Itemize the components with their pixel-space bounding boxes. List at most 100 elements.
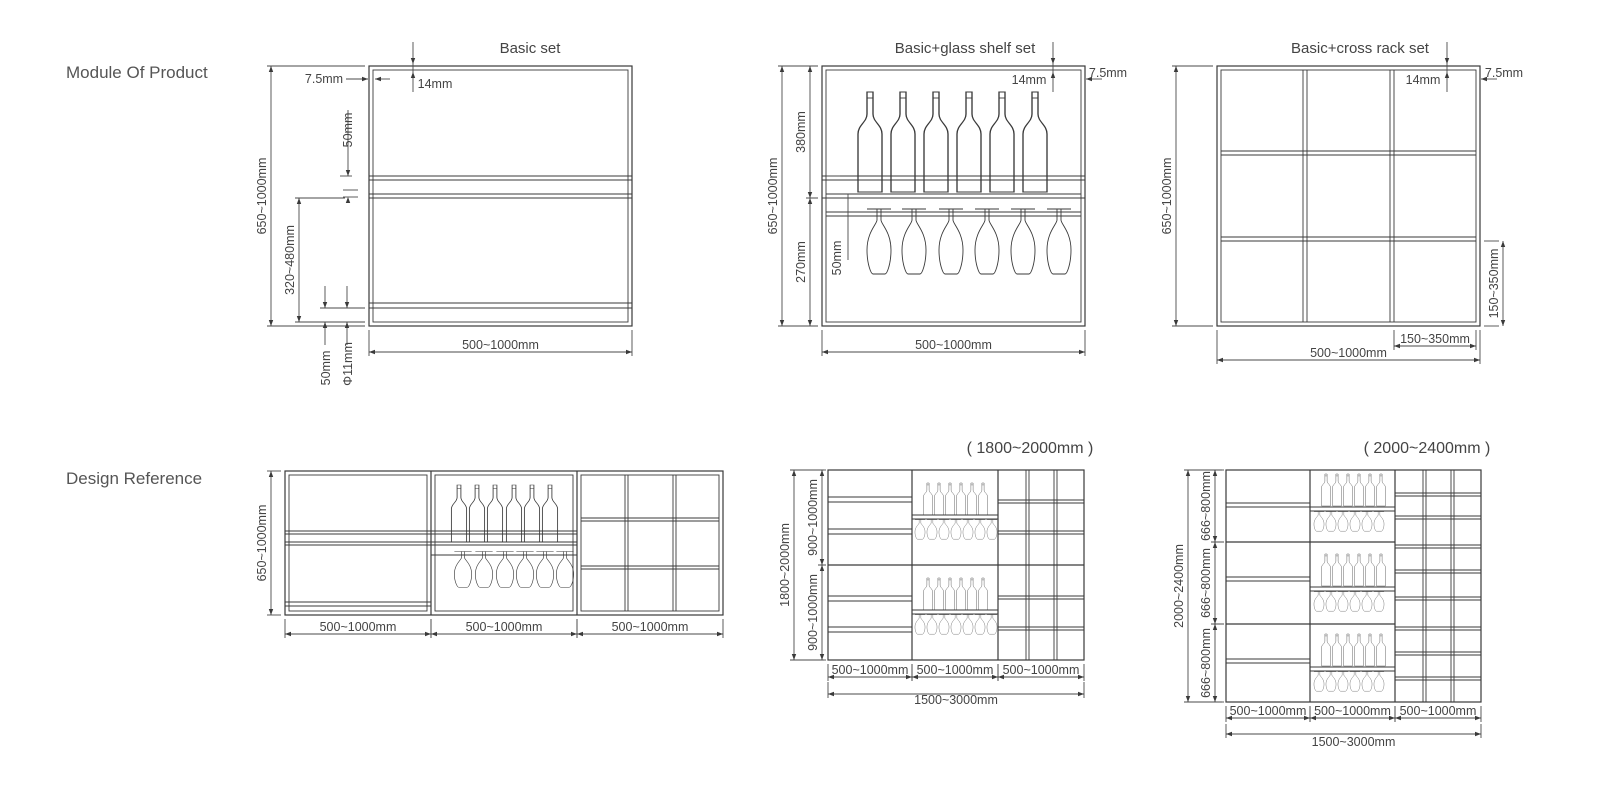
wine-glass xyxy=(495,551,515,588)
dim-glass-width xyxy=(821,330,1086,356)
dim-ref3-total-width-label: 1500~3000mm xyxy=(1312,735,1396,749)
dim-cross-14-label: 14mm xyxy=(1406,73,1441,87)
title-glass-shelf-set: Basic+glass shelf set xyxy=(895,40,1036,57)
wine-glass xyxy=(1325,591,1337,612)
dim-basic-width-label: 500~1000mm xyxy=(462,338,539,352)
wine-bottle xyxy=(505,484,523,543)
wine-bottle xyxy=(450,484,468,543)
arrow-head xyxy=(998,674,1004,680)
dim-ref2-h1-label: 900~1000mm xyxy=(806,479,820,556)
wine-bottle xyxy=(1354,553,1364,587)
arrow-head xyxy=(268,320,274,326)
arrow-head xyxy=(791,654,797,660)
wine-bottle xyxy=(1321,633,1331,667)
arrow-head xyxy=(322,322,328,328)
wine-bottle xyxy=(1332,633,1342,667)
cross-set-frame xyxy=(1216,65,1481,327)
arrow-head xyxy=(828,691,834,697)
arrow-head xyxy=(807,320,813,326)
arrow-head xyxy=(1050,72,1056,78)
wine-bottle xyxy=(1343,553,1353,587)
dim-ref2-w3-label: 500~1000mm xyxy=(1003,663,1080,677)
arrow-head xyxy=(1444,58,1450,64)
cross-set-inner xyxy=(1220,69,1477,323)
dim-11mm-label: Φ11mm xyxy=(341,342,355,386)
wine-bottle xyxy=(486,484,504,543)
wine-glass xyxy=(474,551,494,588)
dim-ref1-w3 xyxy=(576,619,724,638)
dim-cross-cell-width-label: 150~350mm xyxy=(1400,332,1470,346)
wine-glass xyxy=(974,519,986,540)
wine-glass xyxy=(555,551,575,588)
dim-ref1-height xyxy=(267,470,281,616)
arrow-head xyxy=(369,349,375,355)
ref1-basic-inner xyxy=(288,474,428,612)
wine-bottle xyxy=(1354,633,1364,667)
arrow-head xyxy=(1226,731,1232,737)
dim-cross-cell-height xyxy=(1484,240,1504,327)
dim-cross-height xyxy=(1172,65,1213,327)
arrow-head xyxy=(1500,241,1506,247)
wine-glass xyxy=(1349,591,1361,612)
arrow-head xyxy=(1475,715,1481,721)
arrow-head xyxy=(268,66,274,72)
dim-ref2-h2-label: 900~1000mm xyxy=(806,574,820,651)
wine-bottle xyxy=(945,577,955,611)
wine-glass xyxy=(1373,671,1385,692)
wine-glass xyxy=(926,614,938,635)
wine-bottle xyxy=(923,91,949,193)
arrow-head xyxy=(807,198,813,204)
wine-glass xyxy=(1349,511,1361,532)
dim-50mm-upper-label: 50mm xyxy=(341,113,355,148)
arrow-head xyxy=(1185,696,1191,702)
dim-glass-width-label: 500~1000mm xyxy=(915,338,992,352)
wine-bottle xyxy=(956,482,966,516)
dim-glass-380-label: 380mm xyxy=(794,111,808,153)
dim-ref2-total-height-label: 1800~2000mm xyxy=(778,523,792,607)
dim-basic-height xyxy=(267,65,365,327)
wine-glass xyxy=(1046,208,1072,275)
wine-bottle xyxy=(956,91,982,193)
arrow-head xyxy=(362,76,368,82)
arrow-head xyxy=(1212,470,1218,476)
wine-glass xyxy=(1337,671,1349,692)
wine-glass xyxy=(938,519,950,540)
arrow-head xyxy=(375,76,381,82)
wine-bottle xyxy=(1354,473,1364,507)
dim-ref3-w1-label: 500~1000mm xyxy=(1230,704,1307,718)
dim-ref2-w1-label: 500~1000mm xyxy=(832,663,909,677)
arrow-head xyxy=(1212,542,1218,548)
title-basic-set: Basic set xyxy=(500,40,562,57)
dim-cross-7-5-label: 7.5mm xyxy=(1485,66,1523,80)
arrow-head xyxy=(268,471,274,477)
dim-ref3-h2-label: 666~800mm xyxy=(1199,548,1213,618)
arrow-head xyxy=(1173,66,1179,72)
dim-7-5-label: 7.5mm xyxy=(305,72,343,86)
arrow-head xyxy=(819,559,825,565)
arrow-head xyxy=(410,58,416,64)
arrow-head xyxy=(1226,715,1232,721)
dim-ref3-w2-label: 500~1000mm xyxy=(1314,704,1391,718)
arrow-head xyxy=(1212,536,1218,542)
arrow-head xyxy=(577,631,583,637)
wine-bottle xyxy=(978,577,988,611)
arrow-head xyxy=(1078,674,1084,680)
arrow-head xyxy=(345,170,351,176)
dim-glass-270 xyxy=(806,197,818,327)
wine-glass xyxy=(901,208,927,275)
arrow-head xyxy=(912,674,918,680)
range-1800-2000: ( 1800~2000mm ) xyxy=(967,440,1094,457)
arrow-head xyxy=(344,322,350,328)
wine-bottle xyxy=(923,577,933,611)
wine-glass xyxy=(1361,671,1373,692)
wine-glass xyxy=(1313,591,1325,612)
wine-bottle xyxy=(523,484,541,543)
wine-bottle xyxy=(1343,633,1353,667)
arrow-head xyxy=(807,66,813,72)
dim-basic-height-label: 650~1000mm xyxy=(255,158,269,235)
dim-ref2-total-width xyxy=(827,682,1085,698)
wine-bottle xyxy=(1321,473,1331,507)
wine-glass xyxy=(938,208,964,275)
wine-glass xyxy=(1313,671,1325,692)
wine-bottle xyxy=(956,577,966,611)
